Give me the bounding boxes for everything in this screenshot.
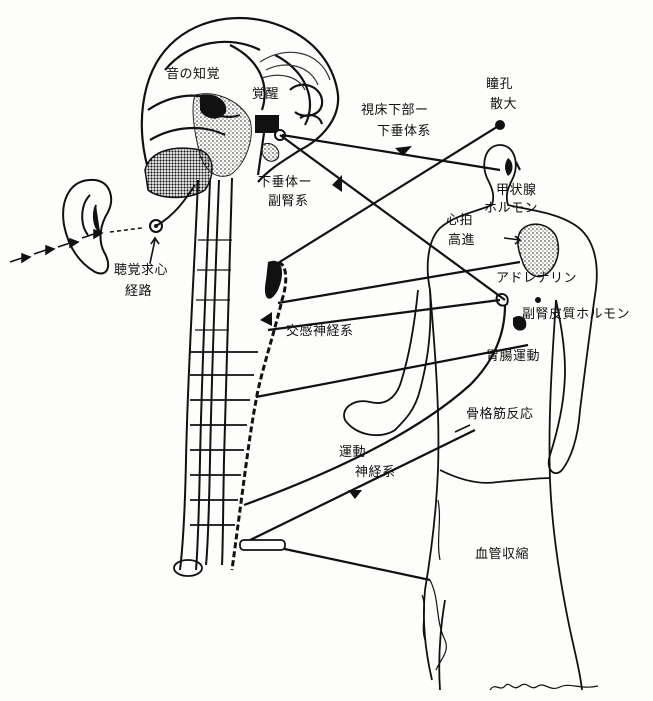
pituitary-gland bbox=[262, 143, 279, 161]
label-pituitary-1: 下垂体ー bbox=[258, 176, 312, 191]
thyroid-gland bbox=[505, 158, 520, 176]
label-thyroid-1: 甲状腺 bbox=[496, 184, 537, 199]
spinal-cord bbox=[174, 178, 232, 576]
label-adrenaline: アドレナリン bbox=[496, 272, 577, 287]
label-hypothalamus-1: 視床下部ー bbox=[361, 104, 429, 119]
label-motor-2: 神経系 bbox=[355, 466, 396, 481]
label-skeletal-muscle: 骨格筋反応 bbox=[466, 408, 534, 423]
label-heart-2: 高進 bbox=[448, 234, 475, 249]
ear-sound-arcs bbox=[260, 52, 330, 90]
sound-arrows bbox=[10, 228, 142, 262]
label-hypothalamus-2: 下垂体系 bbox=[377, 125, 431, 140]
label-auditory-path-2: 経路 bbox=[125, 285, 152, 300]
label-gi-motility: 胃腸運動 bbox=[486, 350, 540, 365]
motor-junction bbox=[240, 540, 285, 550]
label-arousal: 覚醒 bbox=[252, 88, 279, 103]
label-auditory-perception: 音の知覚 bbox=[166, 68, 220, 83]
label-pituitary-2: 副腎系 bbox=[268, 195, 309, 210]
label-heart-1: 心拍 bbox=[446, 214, 473, 229]
ear bbox=[63, 180, 111, 274]
label-motor-1: 運動 bbox=[339, 446, 366, 461]
label-vasoconstriction: 血管収縮 bbox=[475, 548, 529, 563]
pituitary-box bbox=[255, 115, 279, 133]
label-pupil-2: 散大 bbox=[490, 98, 517, 113]
label-auditory-path-1: 聴覚求心 bbox=[114, 264, 168, 279]
label-thyroid-2: ホルモン bbox=[484, 202, 538, 217]
label-pupil-1: 瞳孔 bbox=[486, 78, 513, 93]
label-sympathetic: 交感神経系 bbox=[286, 325, 354, 340]
sympathetic-chain bbox=[232, 262, 286, 570]
heart bbox=[518, 224, 559, 276]
label-adrenal-cortex: 副腎皮質ホルモン bbox=[522, 308, 630, 323]
